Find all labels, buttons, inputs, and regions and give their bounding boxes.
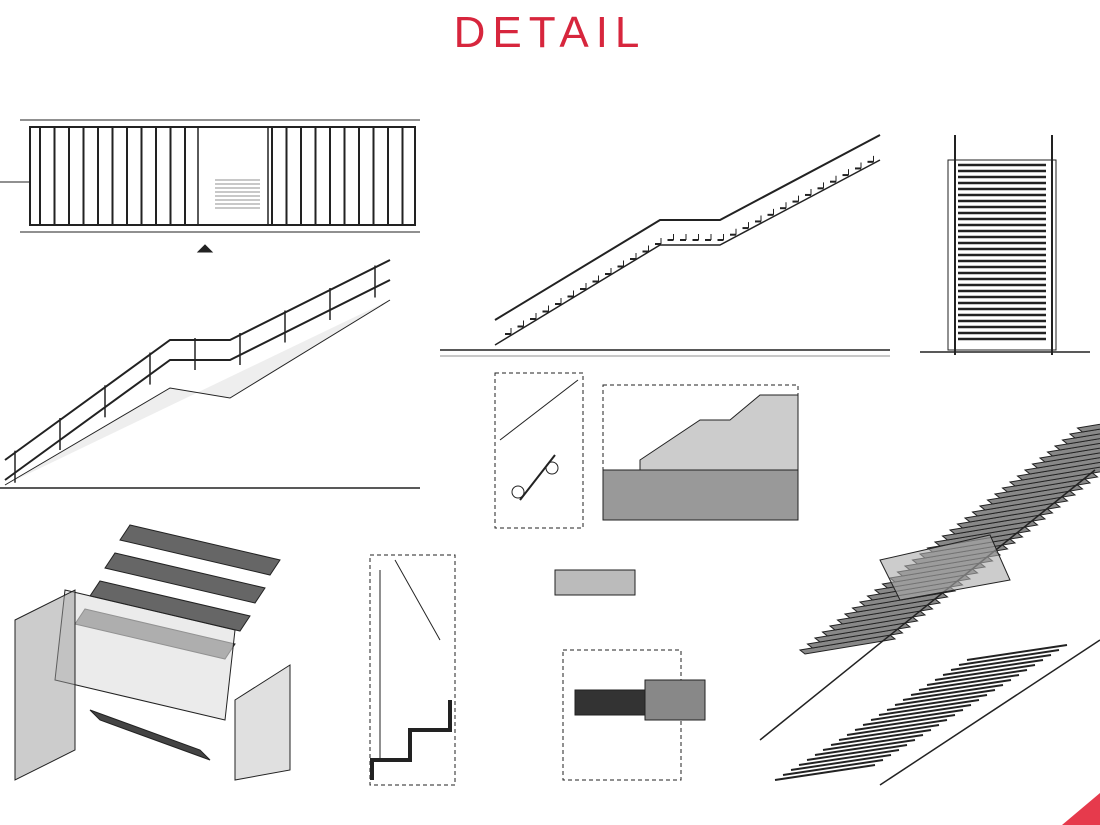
corner-accent bbox=[1062, 793, 1100, 825]
stair-section-drawing bbox=[440, 134, 890, 357]
slide-title: DETAIL bbox=[453, 8, 647, 57]
stair-plan-drawing bbox=[0, 119, 420, 253]
stair-elevation-drawing bbox=[0, 259, 420, 489]
structural-isometric-drawing bbox=[759, 423, 1100, 786]
detail-drawings bbox=[369, 372, 799, 786]
exploded-isometric-drawing bbox=[14, 524, 291, 781]
stair-front-elevation-drawing bbox=[920, 135, 1090, 355]
